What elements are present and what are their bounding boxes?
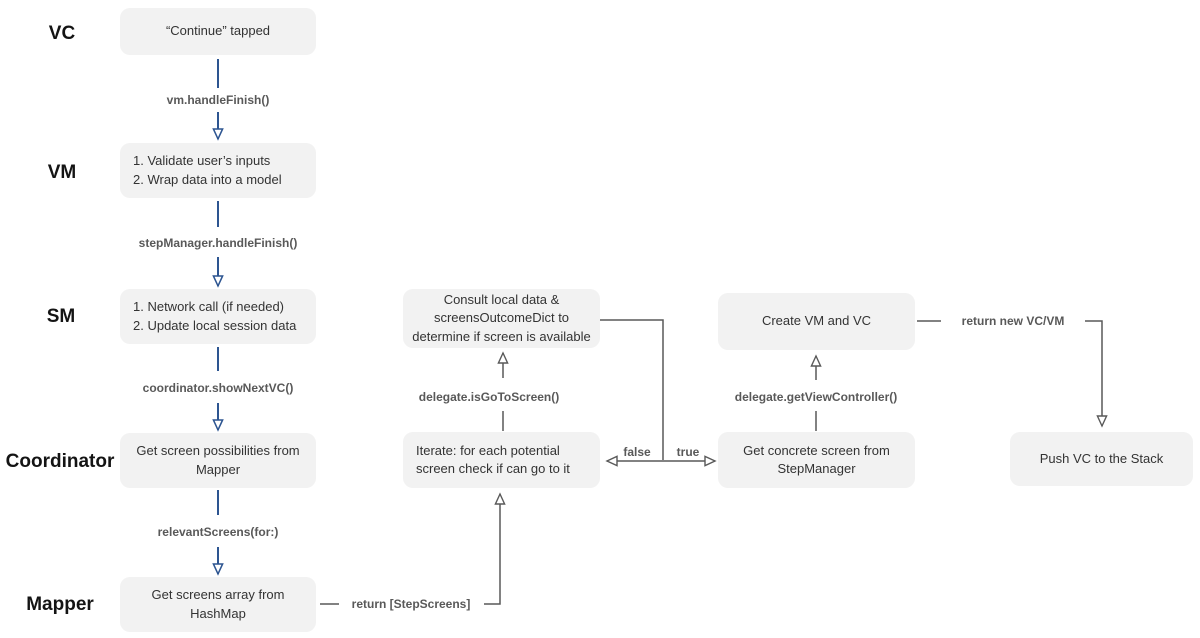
box-iterate: Iterate: for each potential screen check… — [403, 432, 600, 488]
iterate-line-1: Iterate: for each potential — [416, 442, 560, 458]
consult-line-1: Consult local data & — [443, 291, 560, 307]
vm-task-2: 2. Wrap data into a model — [133, 171, 282, 187]
edge-label-relevantscreens: relevantScreens(for:) — [157, 525, 279, 539]
box-coordinator-task-text: Get screen possibilities from Mapper — [136, 443, 300, 477]
row-label-vc: VC — [48, 23, 76, 44]
box-vm-tasks: 1. Validate user’s inputs 2. Wrap data i… — [120, 143, 316, 198]
edge-label-return-new-vcvm: return new VC/VM — [961, 314, 1065, 328]
edge-label-coordinator-shownextvc: coordinator.showNextVC() — [142, 381, 294, 395]
consult-line-3: determine if screen is available — [412, 328, 591, 344]
edge-label-isgotoscreen: delegate.isGoToScreen() — [418, 390, 560, 404]
box-mapper-task: Get screens array from HashMap — [120, 577, 316, 632]
box-consult: Consult local data & screensOutcomeDict … — [403, 289, 600, 348]
edge-label-vm-handlefinish: vm.handleFinish() — [166, 93, 270, 107]
edge-label-stepmanager-handlefinish: stepManager.handleFinish() — [138, 236, 298, 250]
box-mapper-task-text: Get screens array from HashMap — [151, 587, 285, 621]
sm-task-2: 2. Update local session data — [133, 317, 297, 333]
box-concrete-screen-text: Get concrete screen from StepManager — [743, 442, 890, 477]
consult-result-path — [600, 319, 664, 460]
return-new-vcvm-path — [1085, 320, 1108, 428]
box-create-vm-vc: Create VM and VC — [718, 293, 915, 350]
edge-label-true: true — [676, 445, 700, 459]
sm-task-1: 1. Network call (if needed) — [133, 299, 285, 314]
row-label-coordinator: Coordinator — [5, 451, 115, 472]
box-concrete-screen: Get concrete screen from StepManager — [718, 432, 915, 488]
box-coordinator-task: Get screen possibilities from Mapper — [120, 433, 316, 488]
return-stepscreens-path — [484, 492, 506, 605]
box-continue-tapped-text: “Continue” tapped — [165, 23, 271, 39]
box-push-vc: Push VC to the Stack — [1010, 432, 1193, 486]
row-label-vm: VM — [47, 162, 77, 183]
edge-label-getviewcontroller: delegate.getViewController() — [734, 390, 898, 404]
box-continue-tapped: “Continue” tapped — [120, 8, 316, 55]
edge-label-return-stepscreens: return [StepScreens] — [351, 597, 471, 611]
edge-label-false: false — [623, 445, 651, 459]
box-create-vm-vc-text: Create VM and VC — [761, 313, 872, 329]
iterate-line-2: screen check if can go to it — [416, 461, 570, 476]
box-sm-tasks: 1. Network call (if needed) 2. Update lo… — [120, 289, 316, 344]
row-label-mapper: Mapper — [26, 594, 94, 615]
vm-task-1: 1. Validate user’s inputs — [133, 153, 271, 168]
box-push-vc-text: Push VC to the Stack — [1039, 450, 1164, 466]
row-label-sm: SM — [46, 306, 76, 327]
consult-line-2: screensOutcomeDict to — [433, 310, 570, 326]
